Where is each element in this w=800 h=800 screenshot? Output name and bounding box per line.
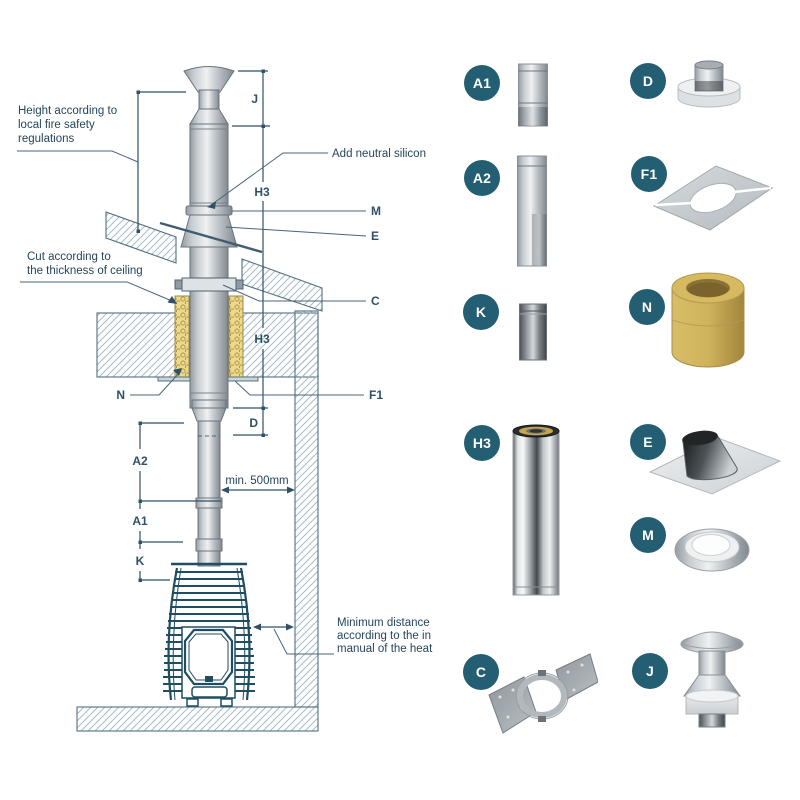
dim-label-a1: A1 <box>132 514 148 528</box>
part-e-flashing-image <box>648 430 782 495</box>
annotation-height-line1: Height according to <box>18 105 117 117</box>
stove-door-window <box>183 628 234 686</box>
part-h3-pipe-image <box>512 424 560 596</box>
dim-label-k: K <box>136 554 145 568</box>
part-badge-f1: F1 <box>631 156 667 192</box>
installation-diagram: Height according to local fire safety re… <box>17 66 433 732</box>
part-badge-n: N <box>629 289 665 325</box>
dim-label-n: N <box>116 388 125 402</box>
part-badge-a2: A2 <box>464 160 500 196</box>
stove-foot-left <box>186 698 199 707</box>
dim-label-h3-upper: H3 <box>254 185 270 199</box>
stove-door-handle <box>205 676 213 682</box>
stove-foot-right <box>220 698 233 707</box>
part-a1-pipe-image <box>518 63 548 127</box>
dimension-lines <box>17 69 367 655</box>
stove-ash-drawer <box>191 686 228 698</box>
part-badge-m: M <box>630 517 666 553</box>
part-badge-j: J <box>632 653 668 689</box>
annotation-min-distance-line3: manual of the heat <box>337 643 433 655</box>
annotation-min-distance-line2: according to the in <box>337 630 431 642</box>
annotation-height-line2: local fire safety <box>18 119 95 131</box>
dim-label-e: E <box>371 229 379 243</box>
part-badge-c: C <box>463 654 499 690</box>
dim-label-m: M <box>371 204 381 218</box>
roof-slab-left <box>105 211 177 264</box>
part-badge-h3: H3 <box>464 425 500 461</box>
part-n-insulation-image <box>671 272 745 368</box>
dim-label-a2: A2 <box>132 454 148 468</box>
ceiling-insulation <box>174 295 244 378</box>
flashing-plate <box>159 221 263 254</box>
part-c-bracket-image <box>488 653 598 734</box>
annotation-silicon: Add neutral silicon <box>332 148 426 160</box>
part-d-adapter-image <box>677 60 741 108</box>
dim-label-d: D <box>249 416 258 430</box>
dim-label-f1: F1 <box>369 388 383 402</box>
dim-label-c: C <box>371 294 380 308</box>
part-a2-pipe-image <box>517 155 547 267</box>
dim-label-j: J <box>251 92 258 106</box>
annotation-min-distance-line1: Minimum distance <box>337 617 430 629</box>
ceiling-slab-left <box>96 312 177 378</box>
support-clamp-in-situ <box>174 277 244 292</box>
floor <box>76 706 319 732</box>
part-badge-k: K <box>463 294 499 330</box>
annotation-cut-line1: Cut according to <box>27 251 111 263</box>
part-m-collar-image <box>674 528 750 572</box>
part-k-pipe-image <box>519 303 547 361</box>
part-j-cowl-image <box>679 631 745 728</box>
part-badge-d: D <box>630 63 666 99</box>
part-f1-plate-image <box>652 165 774 231</box>
dim-label-h3-lower: H3 <box>254 332 270 346</box>
diagram-text: Height according to local fire safety re… <box>18 92 433 655</box>
part-badge-e: E <box>630 424 666 460</box>
stove <box>163 562 255 707</box>
chimney-pipe <box>180 66 238 567</box>
roof-slab-right <box>241 258 323 312</box>
wall <box>294 310 319 708</box>
annotation-height-line3: regulations <box>18 133 75 145</box>
annotation-min-clearance: min. 500mm <box>225 475 288 487</box>
annotation-cut-line2: the thickness of ceiling <box>27 265 143 277</box>
part-badge-a1: A1 <box>464 65 500 101</box>
